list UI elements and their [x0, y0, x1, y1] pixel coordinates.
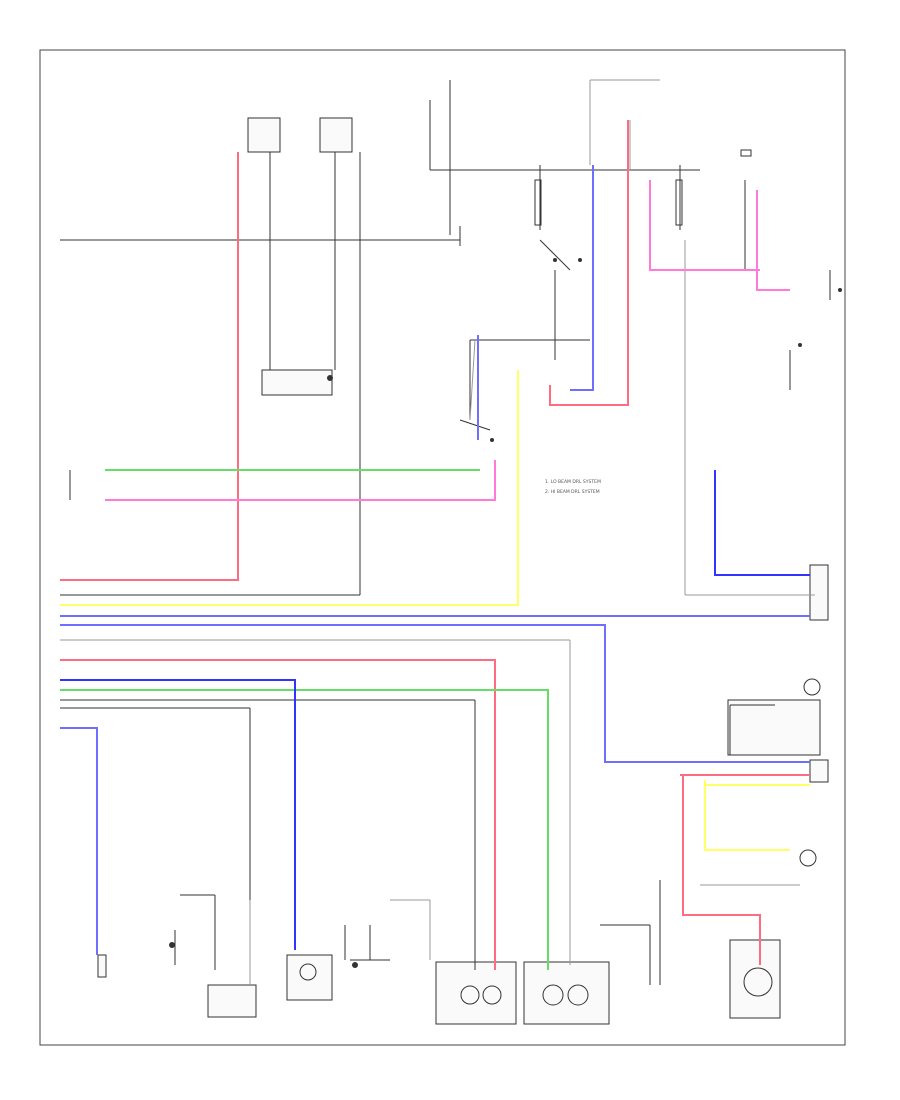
indicator-lamp	[803, 678, 821, 696]
yellow-wire-relay	[60, 370, 519, 606]
side-lamp-bulb	[743, 967, 773, 997]
left-horn-component	[319, 117, 353, 153]
left-front-headlamp-outline	[435, 961, 517, 1025]
legend-item-1: 1. LO BEAM DRL SYSTEM	[545, 479, 601, 485]
blue-wire-lower	[60, 624, 810, 763]
pink-wire-left	[105, 460, 496, 501]
diagram-border	[39, 49, 846, 1046]
blue-wire-side-lamp	[60, 679, 296, 950]
top-components	[97, 117, 829, 1025]
right-connector-block	[809, 564, 829, 621]
lamp-bulb-right	[799, 849, 817, 867]
left-side-lamp-component	[286, 954, 333, 1001]
blue-wire-relay	[570, 165, 594, 391]
meter-assembly-component	[207, 984, 257, 1018]
gray-wires	[60, 79, 815, 985]
headlamp-bulb-l1	[460, 985, 480, 1005]
yellow-wire-right	[704, 780, 790, 851]
left-front-lamp-module	[727, 699, 821, 756]
ground-point	[97, 954, 107, 978]
side-lamp-bulb-left	[299, 963, 317, 981]
pink-wire-2	[756, 190, 790, 291]
right-connector-block-2	[809, 759, 829, 783]
headlamp-bulb-r2	[567, 984, 589, 1006]
right-front-headlamp-outline	[523, 961, 610, 1025]
right-horn-component	[247, 117, 281, 153]
blue-wire-ground	[60, 727, 98, 955]
blue-wire-right	[714, 470, 810, 576]
black-wires	[60, 80, 831, 985]
horn-relay-component	[261, 369, 333, 396]
legend-item-2: 2. HI BEAM DRL SYSTEM	[545, 489, 600, 495]
headlamp-bulb-l2	[482, 985, 502, 1005]
right-side-lamp-component	[729, 939, 781, 1019]
red-wire-relay	[549, 120, 629, 406]
red-wire-horn	[60, 152, 239, 581]
green-wire-headlamp-right	[60, 689, 549, 970]
colored-wires	[60, 120, 810, 970]
red-wire-headlamp-left	[60, 659, 496, 970]
legend: 1. LO BEAM DRL SYSTEM 2. HI BEAM DRL SYS…	[545, 479, 601, 495]
switch-symbols	[169, 149, 842, 968]
headlamp-bulb-r1	[542, 984, 564, 1006]
red-wire-side-lamp	[682, 775, 761, 965]
pink-wire-1	[649, 180, 760, 271]
